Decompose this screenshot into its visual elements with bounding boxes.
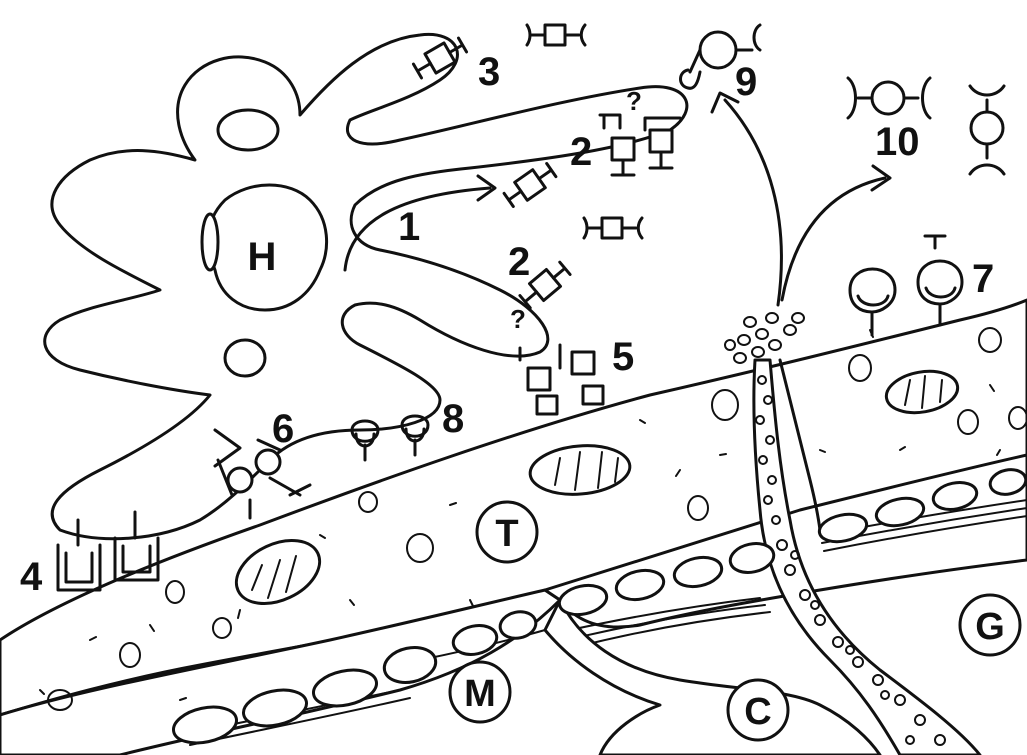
complex-10	[848, 78, 1004, 174]
arrow-9	[725, 100, 781, 305]
label-c: C	[744, 691, 771, 733]
cell-h-vesicle	[218, 110, 278, 150]
label-g: G	[975, 606, 1005, 648]
label-t: T	[495, 513, 518, 555]
antibody-free	[584, 218, 642, 238]
label-9: 9	[735, 60, 757, 104]
question-mark-lower: ?	[510, 304, 526, 334]
label-3: 3	[478, 50, 500, 94]
label-10: 10	[875, 120, 920, 164]
cell-h-vesicle	[225, 340, 265, 376]
label-8: 8	[442, 397, 464, 441]
label-m: M	[464, 673, 496, 715]
label-1: 1	[398, 205, 420, 249]
question-mark-upper: ?	[626, 86, 642, 116]
label-2-lower: 2	[508, 240, 530, 284]
antibody-1	[502, 161, 557, 209]
label-h: H	[248, 235, 277, 279]
region-label-m: M	[450, 662, 510, 722]
region-label-g: G	[960, 595, 1020, 655]
label-7: 7	[972, 257, 994, 301]
label-4: 4	[20, 555, 43, 599]
region-label-c: C	[728, 680, 788, 740]
secretion-droplets	[725, 313, 804, 363]
antibody-3b	[527, 25, 585, 45]
label-5: 5	[612, 335, 634, 379]
receptor-7	[850, 236, 962, 335]
label-6: 6	[272, 407, 294, 451]
cell-h-vesicle	[202, 214, 218, 270]
region-label-t: T	[477, 502, 537, 562]
label-2-upper: 2	[570, 130, 592, 174]
